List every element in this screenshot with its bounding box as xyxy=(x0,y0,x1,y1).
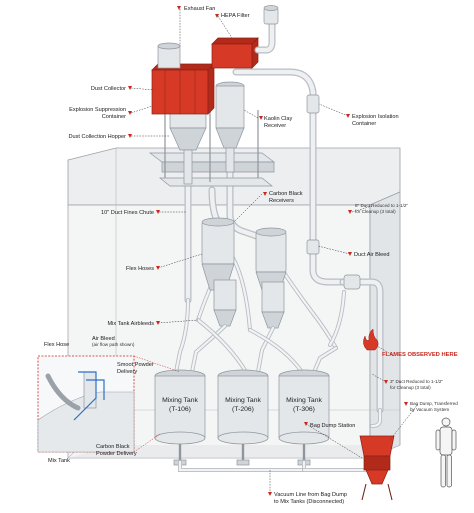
tank-t206-name: Mixing Tank xyxy=(225,397,261,404)
label-carbon-black-powder: Carbon Black xyxy=(96,444,130,450)
duct-junction xyxy=(344,275,360,289)
label-dust-collector: Dust Collector xyxy=(91,86,126,92)
label-kaolin-clay-2: Receiver xyxy=(264,123,286,129)
label-hepa-filter: HEPA Filter xyxy=(221,13,250,19)
tank-t106-name: Mixing Tank xyxy=(162,397,198,404)
inset-air-bleed-pipe xyxy=(84,372,96,408)
label-exhaust-fan: Exhaust Fan xyxy=(184,6,215,12)
label-duct-cleanup-2: for Cleanup (3 total) xyxy=(390,385,431,390)
tank-t106-id: (T-106) xyxy=(169,406,191,413)
person-figure xyxy=(436,418,456,487)
label-explosion-isolation: Explosion Isolation xyxy=(352,114,399,120)
hepa-filter-unit xyxy=(212,38,258,68)
receiver-left xyxy=(202,222,234,264)
tank-t306-id: (T-306) xyxy=(293,406,315,413)
isolation-valve-body xyxy=(307,95,319,113)
label-duct-air-bleed: Duct Air Bleed xyxy=(354,252,389,258)
label-smoot-powder-2: Delivery xyxy=(117,369,137,375)
label-duct-reduced-2: for Cleanup (3 total) xyxy=(355,209,396,214)
receiver-lower-right xyxy=(262,282,284,312)
label-smoot-powder: Smoot Powder xyxy=(117,362,154,368)
label-mix-tank: Mix Tank xyxy=(48,458,70,464)
label-flex-hose: Flex Hose xyxy=(44,342,69,348)
label-explosion-isolation-2: Container xyxy=(352,121,376,127)
label-air-flow-path: (air flow path shown) xyxy=(92,342,135,347)
label-vacuum-line-2: to Mix Tanks (Disconnected) xyxy=(274,499,344,505)
label-carbon-black-powder-2: Powder Delivery xyxy=(96,451,137,457)
label-duct-cleanup: 3" Duct Reduced to 1-1/2" xyxy=(390,379,443,384)
label-explosion-suppression: Explosion Suppression xyxy=(69,107,126,113)
label-vacuum-line: Vacuum Line from Bag Dump xyxy=(274,492,347,498)
label-explosion-suppression-2: Container xyxy=(102,114,126,120)
label-duct-reduced: 8" Duct Reduced to 1-1/2" xyxy=(355,203,408,208)
label-bag-dump-station: Bag Dump Station xyxy=(310,423,355,429)
tank-t306-name: Mixing Tank xyxy=(286,397,322,404)
label-flames-observed: FLAMES OBSERVED HERE xyxy=(382,352,458,358)
label-flex-hoses: Flex Hoses xyxy=(126,266,154,272)
label-dust-collection-hopper: Dust Collection Hopper xyxy=(68,134,126,140)
receiver-right xyxy=(256,232,286,272)
label-mix-tank-airbleeds: Mix Tank Airbleeds xyxy=(107,321,154,327)
label-carbon-black-2: Receivers xyxy=(269,198,294,204)
dust-collector-unit xyxy=(152,43,214,114)
bag-dump-station xyxy=(360,436,394,500)
tank-t206-id: (T-206) xyxy=(232,406,254,413)
label-carbon-black: Carbon Black xyxy=(269,191,303,197)
label-duct-fines-chute: 10" Duct Fines Chute xyxy=(101,210,154,216)
receiver-lower-left xyxy=(214,280,236,310)
label-bag-dump-transferred-2: by Vacuum System xyxy=(410,407,449,412)
label-kaolin-clay: Kaolin Clay xyxy=(264,116,292,122)
label-bag-dump-transferred: Bag Dump, Transferred xyxy=(410,401,458,406)
duct-air-bleed-valve xyxy=(307,240,319,254)
exhaust-fan-unit xyxy=(258,6,278,51)
